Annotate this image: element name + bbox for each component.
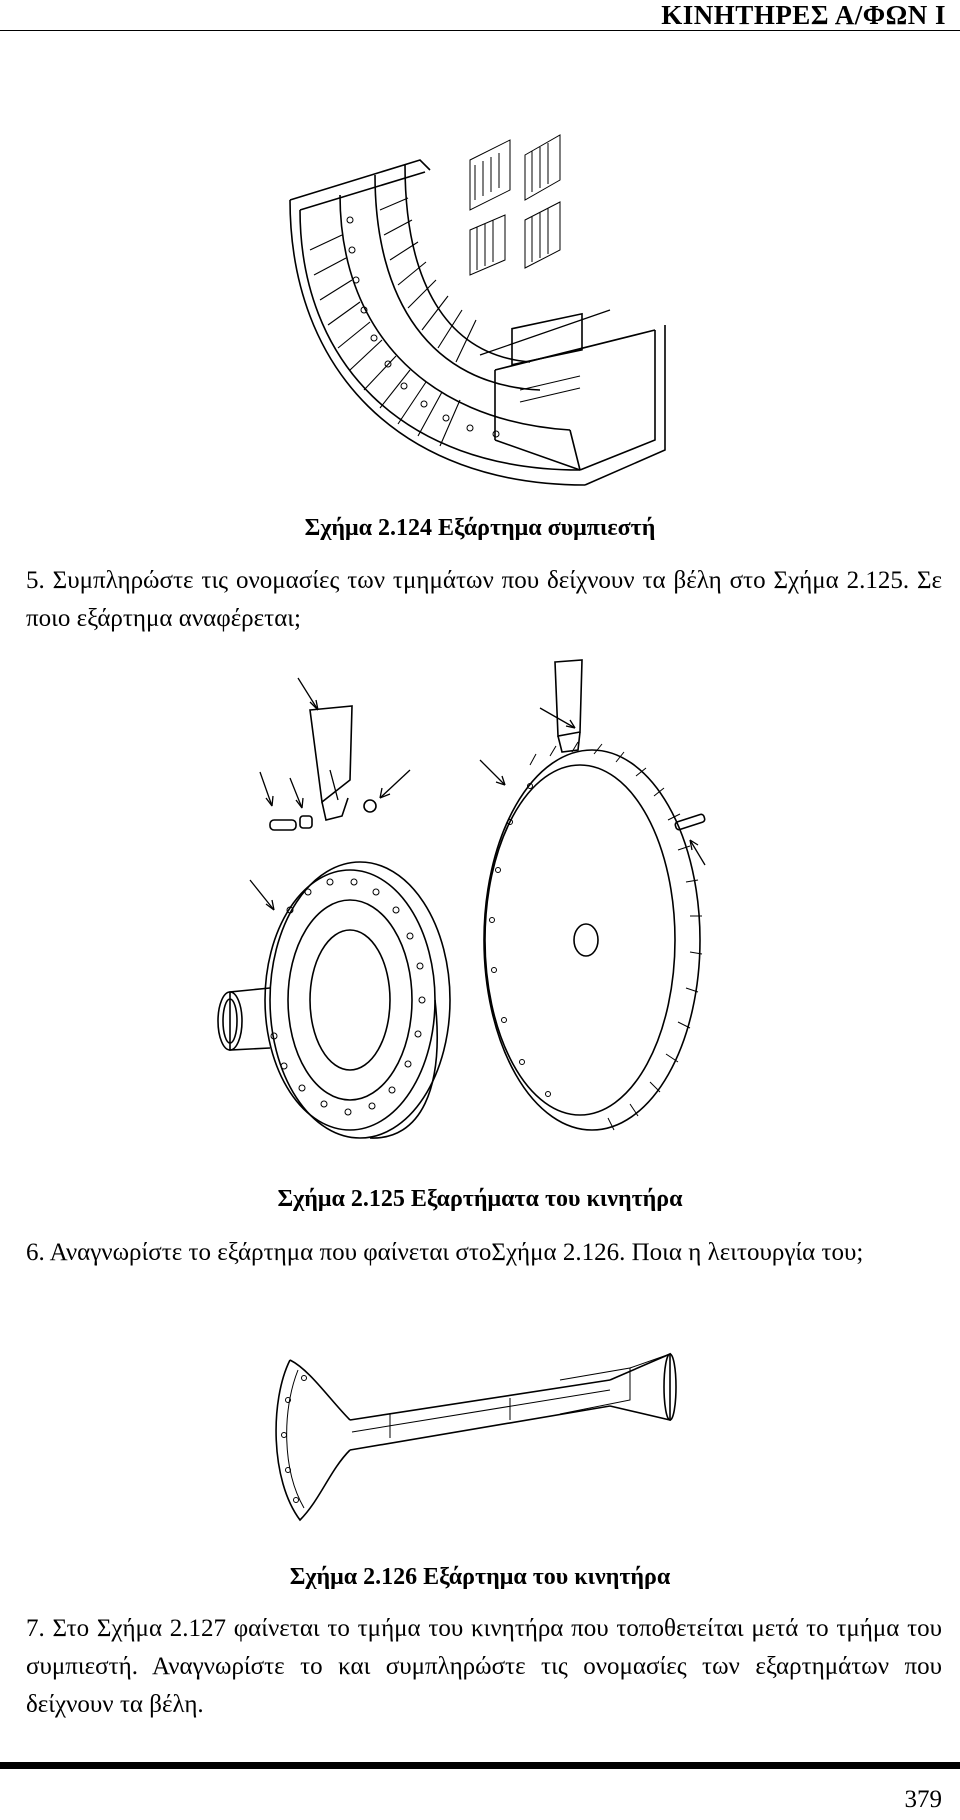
figure-caption: Σχήμα 2.126 Εξάρτημα του κινητήρα	[289, 1564, 671, 1590]
question-number: 5.	[26, 567, 45, 594]
header-rule	[0, 30, 960, 31]
question-6: 6. Αναγνωρίστε το εξάρτημα που φαίνεται …	[26, 1234, 942, 1272]
question-number: 7.	[26, 1615, 45, 1642]
question-5: 5. Συμπληρώστε τις ονομασίες των τμημάτω…	[26, 562, 942, 638]
question-number: 6.	[26, 1239, 45, 1266]
figure-caption: Σχήμα 2.125 Εξαρτήματα του κινητήρα	[277, 1186, 683, 1212]
page-header: ΚΙΝΗΤΗΡΕΣ Α/ΦΩΝ Ι	[0, 0, 960, 32]
question-text: Αναγνωρίστε το εξάρτημα που φαίνεται στο…	[49, 1239, 864, 1266]
figure-caption: Σχήμα 2.124 Εξάρτημα συμπιεστή	[304, 515, 656, 541]
question-text: Στο Σχήμα 2.127 φαίνεται το τμήμα του κι…	[26, 1615, 942, 1718]
figure-2-124-compressor-casing	[289, 134, 666, 486]
header-title: ΚΙΝΗΤΗΡΕΣ Α/ΦΩΝ Ι	[661, 0, 946, 30]
question-text: Συμπληρώστε τις ονομασίες των τμημάτων π…	[26, 567, 943, 632]
footer-rule	[0, 1762, 960, 1769]
question-7: 7. Στο Σχήμα 2.127 φαίνεται το τμήμα του…	[26, 1610, 942, 1724]
figure-2-126-shaft	[275, 1352, 677, 1522]
page-number: 379	[904, 1786, 943, 1813]
figure-2-125-engine-parts	[217, 659, 706, 1139]
